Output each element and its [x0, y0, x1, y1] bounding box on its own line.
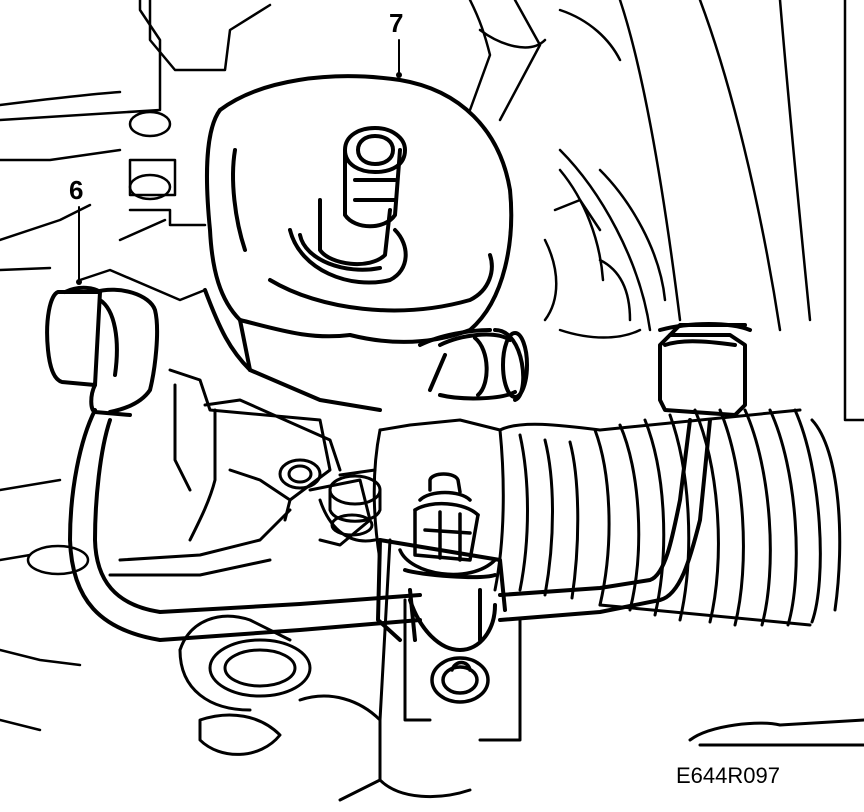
- steering-rack-boot: [493, 408, 842, 627]
- callout-6-label: 6: [69, 175, 84, 205]
- servo-pump-reservoir: [203, 74, 529, 412]
- mounting-bracket: [108, 368, 864, 802]
- callout-7-label: 7: [389, 8, 404, 38]
- leader-lines: [78, 39, 400, 283]
- pressure-hose: [45, 285, 752, 652]
- clamp-bolt: [398, 472, 497, 704]
- bracket-bolt: [328, 474, 382, 537]
- leader-dot-7: [396, 72, 402, 78]
- figure-code: E644R097: [676, 763, 780, 788]
- leader-dot-6: [76, 279, 82, 285]
- engine-block-outline: [0, 0, 864, 732]
